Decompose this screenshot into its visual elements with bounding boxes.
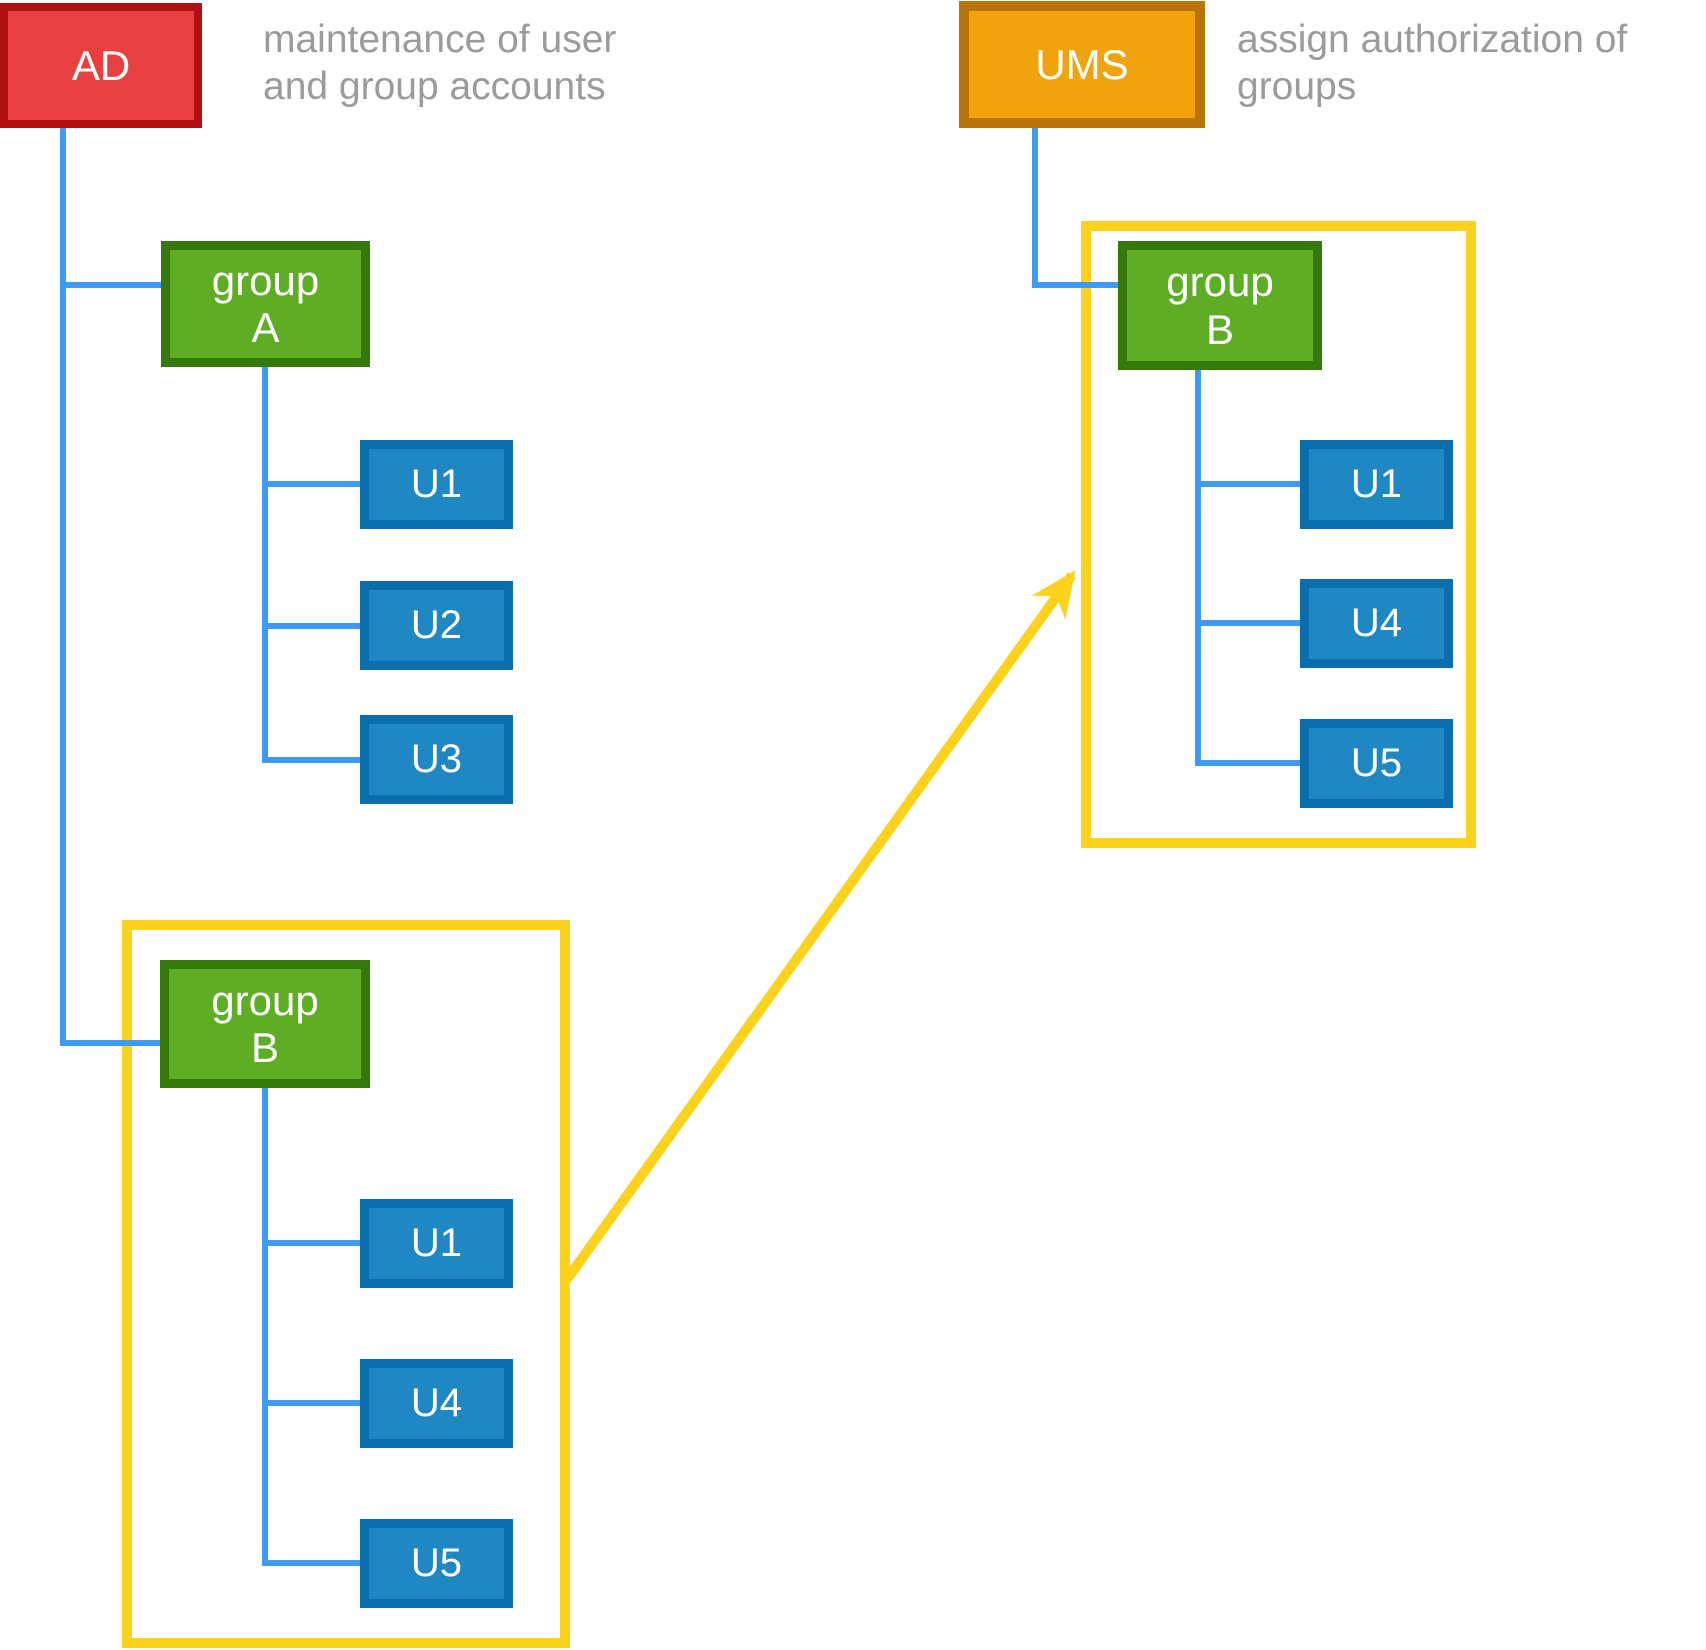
connector-line-group-b-u1 — [262, 1240, 360, 1246]
group-b-box-ad: group B — [160, 960, 370, 1088]
ad-caption: maintenance of user and group accounts — [263, 18, 617, 108]
group-b-box-ums: group B — [1118, 241, 1322, 370]
connector-line-group-b-u5 — [262, 1560, 360, 1566]
user-box-u1: U1 — [360, 440, 513, 529]
user-box-u2: U2 — [360, 581, 513, 670]
connector-line-group-a-u2 — [262, 623, 360, 629]
connector-line-group-a-u3 — [262, 757, 360, 763]
user-box-u4: U4 — [360, 1359, 513, 1448]
user-box-label: U3 — [410, 737, 463, 782]
group-a-box: group A — [161, 241, 370, 367]
connector-line-ad-to-group-b — [60, 1040, 160, 1046]
connector-line-r-group-b-u4 — [1195, 620, 1300, 626]
user-box-label: U1 — [410, 1221, 463, 1266]
user-box-label: U4 — [410, 1381, 463, 1426]
ums-system-box: UMS — [959, 1, 1205, 128]
connector-line-group-b-stem — [262, 1088, 268, 1566]
connector-line-ad-to-group-a — [60, 282, 161, 288]
connector-line-group-b-u4 — [262, 1400, 360, 1406]
user-box-label: U4 — [1350, 601, 1403, 646]
group-b-label: group B — [211, 976, 319, 1071]
user-box-u4: U4 — [1300, 579, 1453, 668]
ad-system-label: AD — [71, 41, 131, 89]
user-box-label: U1 — [1350, 462, 1403, 507]
group-b-label: group B — [1166, 258, 1274, 353]
user-box-label: U1 — [410, 462, 463, 507]
user-box-label: U5 — [1350, 741, 1403, 786]
user-box-label: U2 — [410, 603, 463, 648]
ad-system-box: AD — [0, 3, 202, 128]
connector-line-ad-trunk — [60, 128, 66, 1046]
highlight-frame-ums-group-b — [1081, 221, 1476, 848]
user-box-label: U5 — [410, 1541, 463, 1586]
connector-line-r-group-b-stem — [1195, 370, 1201, 766]
connector-line-ums-stem — [1032, 128, 1038, 288]
connector-line-group-a-stem — [262, 367, 268, 763]
user-box-u1: U1 — [360, 1199, 513, 1288]
connector-line-group-a-u1 — [262, 481, 360, 487]
connector-line-ums-to-group-b — [1032, 282, 1118, 288]
user-box-u5: U5 — [360, 1519, 513, 1608]
connector-line-r-group-b-u1 — [1195, 481, 1300, 487]
user-box-u3: U3 — [360, 715, 513, 804]
ums-system-label: UMS — [1035, 40, 1129, 88]
user-box-u5: U5 — [1300, 719, 1453, 808]
connector-line-r-group-b-u5 — [1195, 760, 1300, 766]
group-a-label: group A — [211, 256, 320, 351]
user-box-u1: U1 — [1300, 440, 1453, 529]
ums-caption: assign authorization of groups — [1237, 18, 1628, 108]
